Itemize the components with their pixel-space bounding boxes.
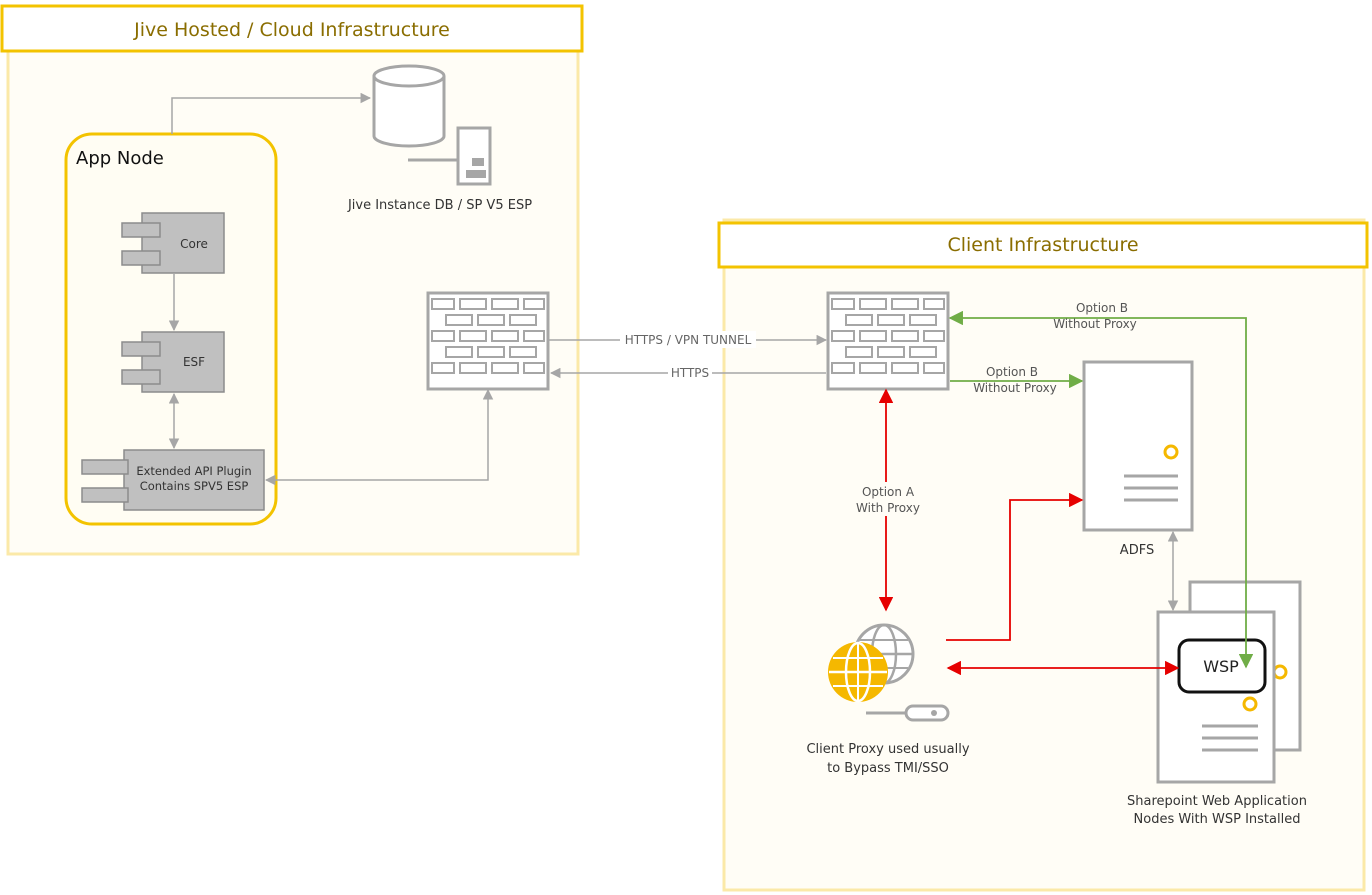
jive-zone-header <box>0 4 584 53</box>
server-icon <box>1156 610 1276 784</box>
core-component: Core <box>121 212 225 274</box>
appnode-to-db-arrow <box>171 92 372 134</box>
jive-db: Jive Instance DB / SP V5 ESP <box>347 64 532 213</box>
esf-label: ESF <box>183 355 205 369</box>
component-icon <box>121 212 225 274</box>
option-a-line1: Option A <box>862 485 915 499</box>
app-node-title: App Node <box>76 148 164 169</box>
proxy-label-line2: to Bypass TMI/SSO <box>827 761 949 776</box>
client-proxy: Client Proxy used usually to Bypass TMI/… <box>806 623 970 776</box>
client-zone-title: Client Infrastructure <box>947 234 1138 256</box>
firewall-icon <box>826 291 950 391</box>
option-a-line2: With Proxy <box>856 501 920 515</box>
option-b-top-line1: Option B <box>1076 301 1128 315</box>
wsp-label: WSP <box>1203 657 1239 676</box>
component-icon <box>81 449 265 511</box>
sharepoint-label-line1: Sharepoint Web Application <box>1127 794 1307 809</box>
database-icon <box>372 64 446 148</box>
plug-icon <box>866 704 950 722</box>
client-firewall <box>826 291 950 391</box>
adfs-server: ADFS <box>1082 360 1194 558</box>
component-icon <box>121 331 225 393</box>
core-label: Core <box>180 237 208 251</box>
firewall-to-plugin-arrow <box>264 388 494 486</box>
firewall-icon <box>426 291 550 391</box>
plugin-label-line1: Extended API Plugin <box>136 464 251 478</box>
https-vpn-tunnel-label: HTTPS / VPN TUNNEL <box>625 333 752 347</box>
adfs-label: ADFS <box>1120 543 1154 558</box>
option-b-adfs-line1: Option B <box>986 365 1038 379</box>
https-label: HTTPS <box>671 366 709 380</box>
extended-api-plugin-component: Extended API Plugin Contains SPV5 ESP <box>81 449 265 511</box>
plugin-label-line2: Contains SPV5 ESP <box>140 479 249 493</box>
client-zone-frame <box>722 218 1366 892</box>
client-zone-header <box>717 221 1369 269</box>
option-b-top-line2: Without Proxy <box>1053 317 1137 331</box>
sharepoint-label-line2: Nodes With WSP Installed <box>1134 812 1301 827</box>
server-tower-icon <box>408 126 492 186</box>
sharepoint-servers: WSP Sharepoint Web Application Nodes Wit… <box>1127 580 1307 827</box>
globe-icon <box>828 623 915 703</box>
proxy-label-line1: Client Proxy used usually <box>806 742 969 757</box>
jive-zone-title: Jive Hosted / Cloud Infrastructure <box>133 19 450 41</box>
proxy-to-adfs-arrow <box>946 492 1084 641</box>
option-b-wsp-arrow <box>948 310 1254 669</box>
esf-component: ESF <box>121 331 225 393</box>
option-b-adfs-line2: Without Proxy <box>973 381 1057 395</box>
server-icon <box>1082 360 1194 532</box>
jive-firewall <box>426 291 550 391</box>
jive-db-label: Jive Instance DB / SP V5 ESP <box>347 198 532 213</box>
